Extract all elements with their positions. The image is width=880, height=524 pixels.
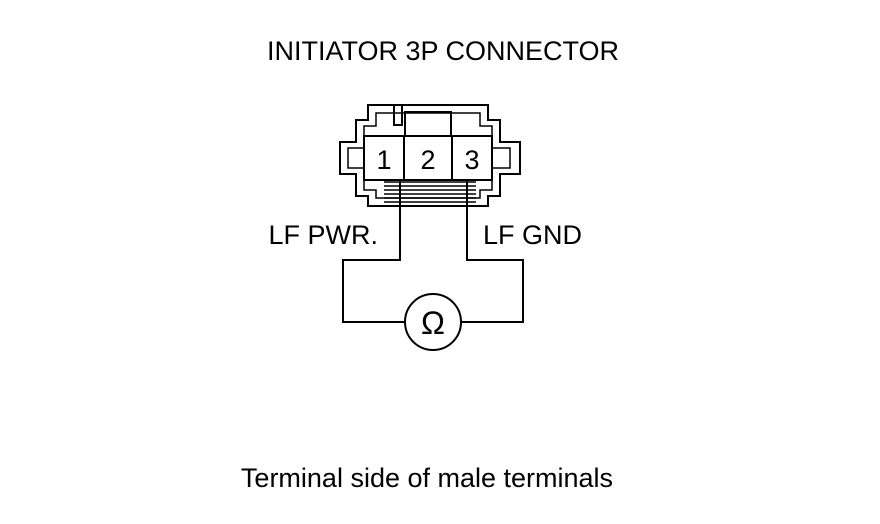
diagram-caption: Terminal side of male terminals [241,463,613,493]
terminal-number-1: 1 [376,145,391,175]
lf-pwr-label: LF PWR. [268,220,378,250]
lead-lf-gnd [461,180,524,323]
terminal-number-3: 3 [464,145,479,175]
terminal-cell-3 [451,135,493,181]
test-leads [342,180,524,323]
terminal-number-2: 2 [420,145,435,175]
ohm-symbol: Ω [421,305,445,341]
lead-lf-pwr [342,180,405,323]
ohmmeter-icon: Ω [404,293,462,351]
lf-gnd-label: LF GND [483,220,582,250]
terminal-cells: 1 2 3 [363,135,493,181]
diagram-title: INITIATOR 3P CONNECTOR [267,36,619,66]
retainer-strip [384,181,476,203]
